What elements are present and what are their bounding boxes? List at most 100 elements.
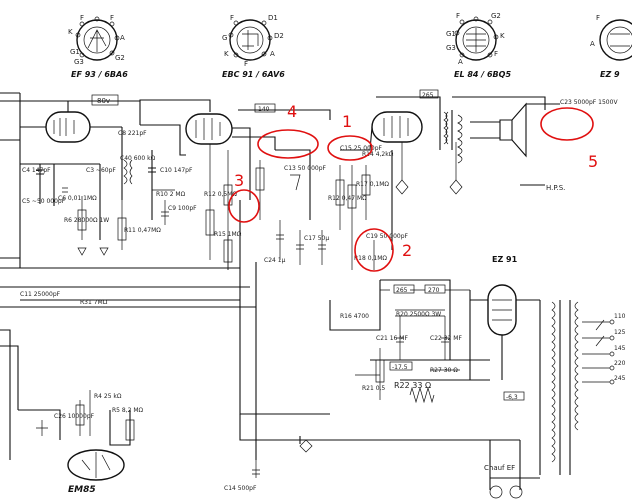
- ebc91-pin-d1: D1: [268, 14, 278, 22]
- annotation-label-4: 4: [287, 102, 297, 121]
- ef93-pin-g2: G2: [115, 54, 125, 62]
- mains-220: 220: [614, 360, 626, 367]
- label-r6: R6 28000Ω 1W: [64, 217, 109, 224]
- speaker-magnet: [499, 119, 513, 141]
- label-r16: R16 4700: [340, 313, 369, 320]
- voltage-box-270: [424, 284, 446, 294]
- ef93-pin-g3: G3: [74, 58, 84, 66]
- mains-125: 125: [614, 329, 626, 336]
- label-r5: R5 8,2 MΩ: [112, 407, 144, 414]
- label-r20: R20 2500Ω 3W: [396, 311, 441, 318]
- el84-pin-f2: F: [494, 50, 498, 58]
- label-c5: C5 ~50 000pF: [22, 198, 66, 205]
- tube-ebc91: [185, 113, 233, 145]
- voltage-265b: 265: [396, 287, 408, 294]
- label-c6: C6 0,01 1MΩ: [58, 195, 97, 202]
- el84-pin-g2: G2: [491, 12, 501, 20]
- label-c19: C19 50 000pF: [366, 233, 409, 240]
- svg-text:A: A: [590, 40, 595, 48]
- speaker-cone: [511, 102, 527, 158]
- label-c15: C15 25 000pF: [340, 145, 383, 152]
- label-r18: R18 0,1MΩ: [354, 255, 387, 262]
- label-r22: R22 33 Ω: [394, 381, 431, 390]
- mains-110: 110: [614, 313, 626, 320]
- label-c17: C17 50μ: [304, 235, 329, 242]
- label-ez91: EZ 91: [492, 255, 518, 264]
- label-c24: C24 1μ: [264, 257, 286, 264]
- ez9-label: EZ 9: [600, 70, 620, 79]
- el84-pin-g1: G1: [446, 30, 456, 38]
- ebc91-pin-k: K: [224, 50, 229, 58]
- ef93-pin-k: K: [68, 28, 73, 36]
- label-c9: C9 100pF: [168, 205, 197, 212]
- label-c21: C21 16 MF: [376, 335, 408, 342]
- el84-pin-a: A: [458, 58, 463, 66]
- label-c11: C11 25000pF: [20, 291, 61, 298]
- label-r31: R31 7MΩ: [80, 299, 108, 306]
- label-r17: R17 0,1MΩ: [356, 181, 389, 188]
- tube-pinout-ebc91: F G K D1 D2 A F EBC 91 / 6AV6: [222, 14, 285, 79]
- label-c40: C40 600 kΩ: [120, 155, 156, 162]
- label-c22: C22 32 MF: [430, 335, 462, 342]
- label-c14: C14 500pF: [224, 485, 257, 492]
- ef93-label: EF 93 / 6BA6: [71, 70, 128, 79]
- label-r4: R4 25 kΩ: [94, 393, 122, 400]
- label-r10: R10 2 MΩ: [156, 191, 186, 198]
- voltage-box-140: [254, 103, 276, 113]
- voltage-neg175: -17.5: [392, 364, 408, 371]
- label-c10: C10 147pF: [160, 167, 193, 174]
- ef93-pin-f2: F: [110, 14, 114, 22]
- mains-245: 245: [614, 375, 626, 382]
- label-r12: R12 0,47 MΩ: [328, 195, 367, 202]
- annotation-label-5: 5: [588, 152, 598, 171]
- ebc91-label: EBC 91 / 6AV6: [222, 70, 285, 79]
- annotation-circle-1: [327, 135, 373, 161]
- voltage-265a: 265: [422, 92, 434, 99]
- voltage-270: 270: [428, 287, 440, 294]
- wiring: H.P.S.: [0, 92, 615, 499]
- ef93-pin-f1: F: [80, 14, 84, 22]
- ebc91-pin-a: A: [270, 50, 275, 58]
- ebc91-pin-d2: D2: [274, 32, 284, 40]
- label-r14: R14 4,2kΩ: [362, 151, 394, 158]
- voltage-box-265a: [419, 89, 439, 99]
- tube-ef93: [45, 111, 91, 143]
- red-annotations: 4 1 3 2 5: [228, 102, 598, 272]
- annotation-label-2: 2: [402, 241, 412, 260]
- label-chauf: Chauf EF: [484, 464, 515, 472]
- tube-pinout-el84: F G1 G3 G2 K F A EL 84 / 6BQ5: [446, 12, 511, 79]
- component-labels: C4 147pF C5 ~50 000pF C6 0,01 1MΩ R6 280…: [20, 99, 626, 495]
- ebc91-pin-g: G: [222, 34, 227, 42]
- label-c8: C8 221pF: [118, 130, 147, 137]
- annotation-circle-4: [257, 129, 319, 159]
- annotation-circle-2: [354, 228, 394, 272]
- el84-label: EL 84 / 6BQ5: [454, 70, 511, 79]
- label-r21: R21 0,5: [362, 385, 385, 392]
- label-r11: R11 0,47MΩ: [124, 227, 161, 234]
- label-c3: C3 ~60pF: [86, 167, 116, 174]
- tube-el84: [371, 111, 423, 143]
- label-c4: C4 147pF: [22, 167, 51, 174]
- voltage-neg63: -6,3: [506, 394, 518, 401]
- label-r12b: R12 0,5MΩ: [204, 191, 237, 198]
- label-r27: R27 30 Ω: [430, 367, 458, 374]
- voltage-box-265b: [393, 284, 415, 294]
- label-hps: H.P.S.: [546, 184, 565, 192]
- voltage-box-neg175: [389, 361, 413, 371]
- annotation-label-3: 3: [234, 171, 244, 190]
- voltage-box-neg63: [503, 391, 525, 401]
- annotation-circle-5: [540, 107, 594, 141]
- label-c13: C13 50 000pF: [284, 165, 327, 172]
- ebc91-pin-f2: F: [244, 60, 248, 68]
- tube-pinout-ez9: F A EZ 9: [590, 14, 632, 79]
- label-c23: C23 5000pF 1500V: [560, 99, 618, 106]
- mains-145: 145: [614, 345, 626, 352]
- ebc91-pin-f: F: [230, 14, 234, 22]
- el84-pin-f: F: [456, 12, 460, 20]
- annotation-label-1: 1: [342, 112, 352, 131]
- ef93-pin-g1: G1: [70, 48, 80, 56]
- ef93-pin-a: A: [120, 34, 125, 42]
- annotation-circle-3: [228, 189, 260, 223]
